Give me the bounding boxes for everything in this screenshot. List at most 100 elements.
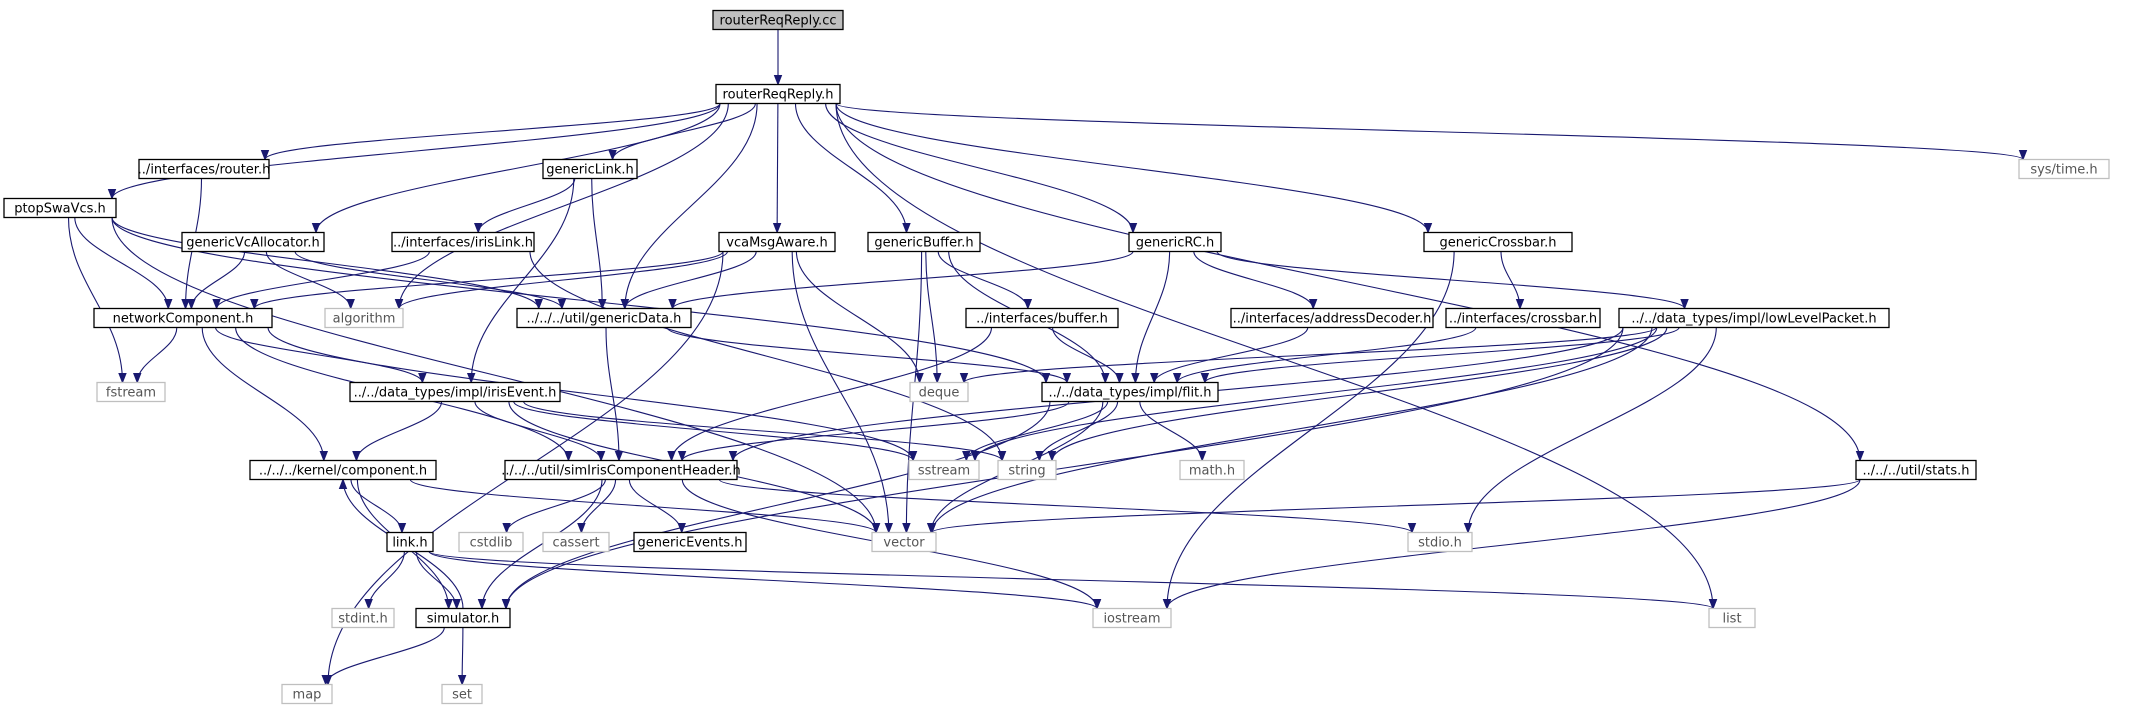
- edge-line: [937, 251, 1029, 309]
- edge-line: [111, 217, 877, 533]
- node-string[interactable]: string: [997, 459, 1057, 481]
- node-genVcAlloc[interactable]: genericVcAllocator.h: [181, 231, 325, 253]
- edge-llp-to-deque: [959, 327, 1657, 384]
- node-label: ../../../util/simIrisComponentHeader.h: [501, 464, 740, 479]
- node-box: [1445, 307, 1601, 329]
- edge-line: [474, 401, 602, 461]
- node-iface_irisLink[interactable]: ../interfaces/irisLink.h: [391, 231, 535, 253]
- edge-ptop-to-vector: [111, 217, 881, 534]
- edge-arrowhead: [1197, 451, 1207, 462]
- node-iface_router[interactable]: ../interfaces/router.h: [138, 158, 271, 180]
- node-label: genericLink.h: [546, 163, 634, 178]
- node-label: fstream: [106, 386, 156, 401]
- node-netComp[interactable]: networkComponent.h: [93, 307, 273, 329]
- edge-line: [974, 327, 1658, 461]
- edge-iface_buffer-to-simIris: [667, 327, 993, 462]
- node-genEvents[interactable]: genericEvents.h: [633, 531, 747, 553]
- node-iostream[interactable]: iostream: [1092, 607, 1172, 629]
- node-genLink[interactable]: genericLink.h: [542, 158, 638, 180]
- edge-vcaMsg-to-genData: [620, 251, 757, 310]
- edge-arrowhead: [212, 299, 221, 310]
- node-linkh[interactable]: link.h: [386, 531, 434, 553]
- node-deque[interactable]: deque: [909, 381, 969, 403]
- edge-simulator-to-map: [321, 627, 445, 686]
- edge-simIris-to-cassert: [577, 479, 617, 534]
- node-vector[interactable]: vector: [871, 531, 937, 553]
- node-simIris[interactable]: ../../../util/simIrisComponentHeader.h: [501, 459, 741, 481]
- edge-arrowhead: [1308, 299, 1318, 310]
- node-vcaMsg[interactable]: vcaMsgAware.h: [718, 231, 836, 253]
- node-cassert[interactable]: cassert: [542, 531, 610, 553]
- edge-line: [1216, 251, 1686, 309]
- node-stdioh[interactable]: stdio.h: [1407, 531, 1473, 553]
- edge-arrowhead: [677, 451, 687, 462]
- node-genXbar[interactable]: genericCrossbar.h: [1423, 231, 1573, 253]
- edge-arrowhead: [107, 189, 117, 200]
- node-stdinth[interactable]: stdint.h: [331, 607, 395, 629]
- node-label: ptopSwaVcs.h: [14, 202, 106, 217]
- node-cstdlib[interactable]: cstdlib: [458, 531, 524, 553]
- node-label: ../interfaces/router.h: [138, 163, 271, 178]
- edge-arrowhead: [902, 523, 911, 534]
- edge-line: [111, 217, 1047, 383]
- node-mathh[interactable]: math.h: [1179, 459, 1245, 481]
- edge-arrowhead: [394, 299, 404, 310]
- edge-arrowhead: [1200, 373, 1210, 384]
- edge-arrowhead: [1407, 523, 1417, 534]
- node-box: [96, 381, 166, 403]
- edge-flit-to-simIris: [677, 401, 1070, 462]
- node-iface_xbar[interactable]: ../interfaces/crossbar.h: [1445, 307, 1601, 329]
- node-map[interactable]: map: [281, 683, 333, 705]
- node-irisEvent[interactable]: ../../data_types/impl/irisEvent.h: [349, 381, 561, 403]
- node-label: ../interfaces/crossbar.h: [1449, 312, 1597, 327]
- edge-arrowhead: [1680, 299, 1689, 310]
- node-label: simulator.h: [427, 612, 499, 627]
- node-list[interactable]: list: [1708, 607, 1756, 629]
- node-box: [715, 83, 841, 105]
- node-iface_buffer[interactable]: ../interfaces/buffer.h: [965, 307, 1119, 329]
- node-stats[interactable]: ../../../util/stats.h: [1855, 459, 1977, 481]
- edge-rrh-to-list: [835, 103, 1718, 610]
- edge-vcaMsg-to-deque: [795, 251, 924, 384]
- edge-arrowhead: [1062, 373, 1072, 384]
- node-fstream[interactable]: fstream: [96, 381, 166, 403]
- edge-arrowhead: [959, 373, 969, 384]
- edge-rrh-to-genLink: [608, 103, 756, 161]
- node-algorithm[interactable]: algorithm: [324, 307, 404, 329]
- edge-line: [794, 103, 908, 233]
- edge-arrowhead: [502, 523, 511, 534]
- node-label: map: [293, 688, 322, 703]
- edge-line: [612, 103, 756, 160]
- node-box: [633, 531, 747, 553]
- edge-line: [325, 627, 445, 685]
- edge-line: [67, 217, 124, 383]
- node-genRC[interactable]: genericRC.h: [1128, 231, 1222, 253]
- edge-line: [355, 401, 443, 461]
- node-genBuffer[interactable]: genericBuffer.h: [867, 231, 981, 253]
- node-sstream[interactable]: sstream: [908, 459, 980, 481]
- edge-line: [835, 103, 2024, 160]
- node-llp[interactable]: ../../data_types/impl/lowLevelPacket.h: [1618, 307, 1890, 329]
- edge-arrowhead: [418, 373, 427, 384]
- node-systime[interactable]: sys/time.h: [2018, 158, 2110, 180]
- edge-arrowhead: [338, 478, 348, 489]
- node-rrh[interactable]: routerReqReply.h: [715, 83, 841, 105]
- node-iface_addr[interactable]: ../interfaces/addressDecoder.h: [1230, 307, 1434, 329]
- edge-genBuffer-to-iface_buffer: [937, 251, 1033, 310]
- node-ptop[interactable]: ptopSwaVcs.h: [3, 197, 117, 219]
- node-box: [1855, 459, 1977, 481]
- node-label: stdio.h: [1418, 536, 1462, 551]
- node-rootcc[interactable]: routerReqReply.cc: [712, 9, 844, 31]
- edge-line: [1153, 327, 1309, 383]
- node-simulator[interactable]: simulator.h: [415, 607, 511, 629]
- edge-line: [718, 479, 1413, 533]
- edge-line: [925, 251, 938, 383]
- node-genData[interactable]: ../../../util/genericData.h: [516, 307, 692, 329]
- edge-arrowhead: [477, 599, 487, 610]
- node-flit[interactable]: ../../data_types/impl/flit.h: [1041, 381, 1219, 403]
- node-label: cassert: [552, 536, 599, 551]
- node-label: ../interfaces/buffer.h: [976, 312, 1108, 327]
- edge-line: [1051, 327, 1668, 461]
- node-component[interactable]: ../../../kernel/component.h: [249, 459, 437, 481]
- node-set[interactable]: set: [441, 683, 483, 705]
